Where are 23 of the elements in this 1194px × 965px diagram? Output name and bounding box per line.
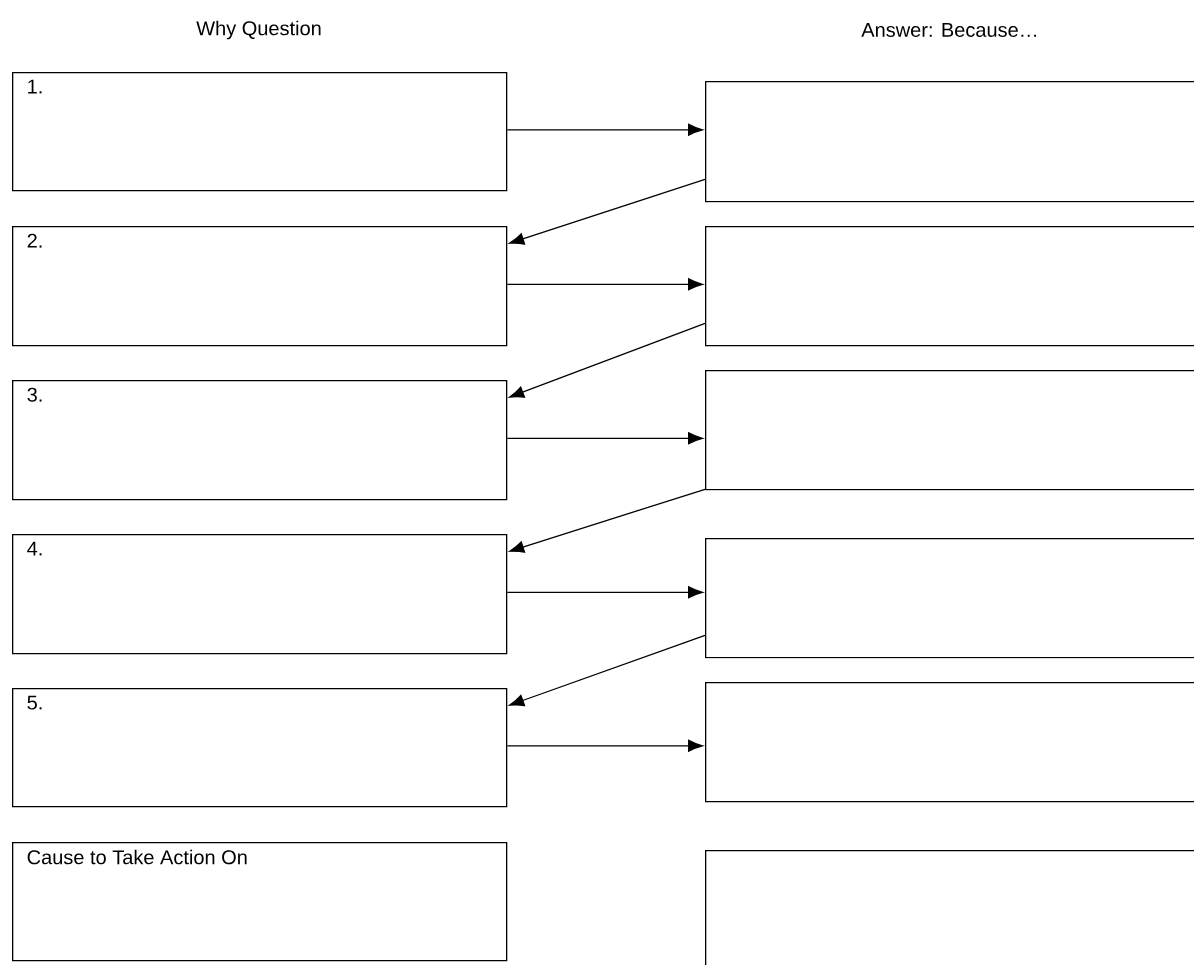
arrow <box>509 178 706 245</box>
text-box: 1. <box>12 72 508 192</box>
arrow <box>506 123 704 136</box>
arrow <box>509 488 706 553</box>
text-box: 2. <box>12 226 508 347</box>
arrow <box>506 432 704 445</box>
column-heading: Answer: Because… <box>861 23 1036 37</box>
answer-box <box>705 850 1194 965</box>
text-box: 4. <box>12 534 508 655</box>
answer-box <box>705 81 1194 203</box>
answer-box <box>705 538 1194 659</box>
arrow <box>506 278 704 291</box>
arrow <box>509 322 706 398</box>
column-heading: Why Question <box>196 20 321 40</box>
answer-box <box>705 226 1194 347</box>
arrow <box>506 739 704 752</box>
arrow <box>509 634 706 707</box>
text-box: Cause to Take Action On <box>12 842 508 962</box>
arrow <box>506 586 704 599</box>
text-box: 3. <box>12 380 508 501</box>
answer-box <box>705 370 1194 491</box>
text-box: 5. <box>12 688 508 808</box>
answer-box <box>705 682 1194 803</box>
